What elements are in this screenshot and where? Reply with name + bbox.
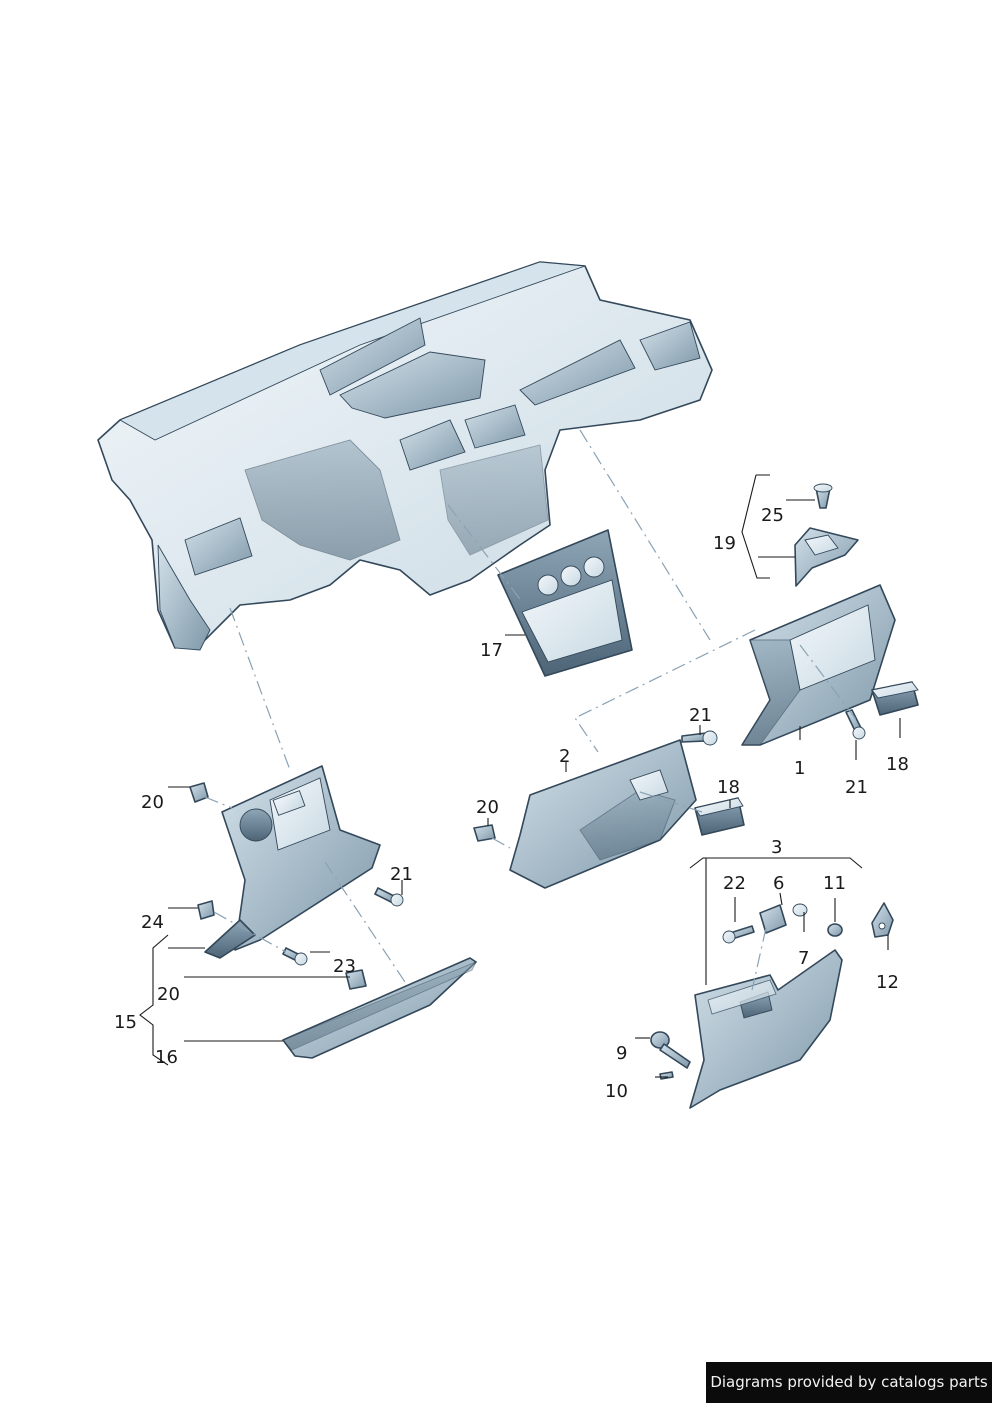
callout-22: 22 [723, 873, 746, 894]
callout-18-right: 18 [886, 754, 909, 775]
credit-banner: Diagrams provided by catalogs parts [706, 1362, 992, 1403]
callout-21-right: 21 [845, 777, 868, 798]
callout-20-left: 20 [141, 792, 164, 813]
part-3-glovebox-lid [689, 949, 843, 1109]
callout-17: 17 [480, 640, 503, 661]
callout-10: 10 [605, 1081, 628, 1102]
part-17-center-trim [497, 529, 633, 677]
callout-9: 9 [616, 1043, 627, 1064]
part-15-lower-trim [204, 765, 381, 959]
clip-24 [197, 900, 215, 920]
part-16-lower-panel [282, 957, 477, 1059]
callout-18-center: 18 [717, 777, 740, 798]
assembly-lines [204, 429, 859, 991]
callout-15: 15 [114, 1012, 137, 1033]
callout-3: 3 [771, 837, 782, 858]
callout-21-left: 21 [390, 864, 413, 885]
screw-10 [659, 1071, 674, 1080]
screw-21-right [845, 709, 866, 740]
screw-21-left [374, 887, 404, 907]
callout-24: 24 [141, 912, 164, 933]
callout-1: 1 [794, 758, 805, 779]
part-2-center-trim [509, 739, 697, 889]
callout-16: 16 [155, 1047, 178, 1068]
callout-20-lower: 20 [157, 984, 180, 1005]
part-18-vent-center [694, 797, 745, 836]
part-25-clip [813, 483, 833, 509]
part-9-lock [650, 1031, 691, 1069]
clip-20-center [473, 824, 496, 842]
callout-6: 6 [773, 873, 784, 894]
screw-22 [722, 925, 755, 944]
leader-lines [139, 474, 901, 1078]
part-12-cover [871, 902, 894, 938]
part-11-bumper [827, 923, 843, 937]
callout-labels: 17 25 19 1 18 21 21 2 18 20 20 21 24 23 … [114, 505, 909, 1102]
callout-12: 12 [876, 972, 899, 993]
callout-11: 11 [823, 873, 846, 894]
part-18-vent-right [871, 681, 919, 716]
clip-23 [345, 969, 367, 990]
callout-20-center: 20 [476, 797, 499, 818]
callout-25: 25 [761, 505, 784, 526]
part-19-bracket [794, 527, 859, 587]
callout-23: 23 [333, 956, 356, 977]
part-1-glovebox-housing [741, 584, 896, 746]
dashboard-assembly [97, 261, 713, 651]
callout-7: 7 [798, 948, 809, 969]
callout-21-center: 21 [689, 705, 712, 726]
callout-19: 19 [713, 533, 736, 554]
screw-lower-left [282, 947, 308, 966]
screw-21-center [681, 730, 718, 746]
callout-2: 2 [559, 746, 570, 767]
clip-20-left [189, 782, 209, 803]
part-6-latch [759, 903, 808, 934]
